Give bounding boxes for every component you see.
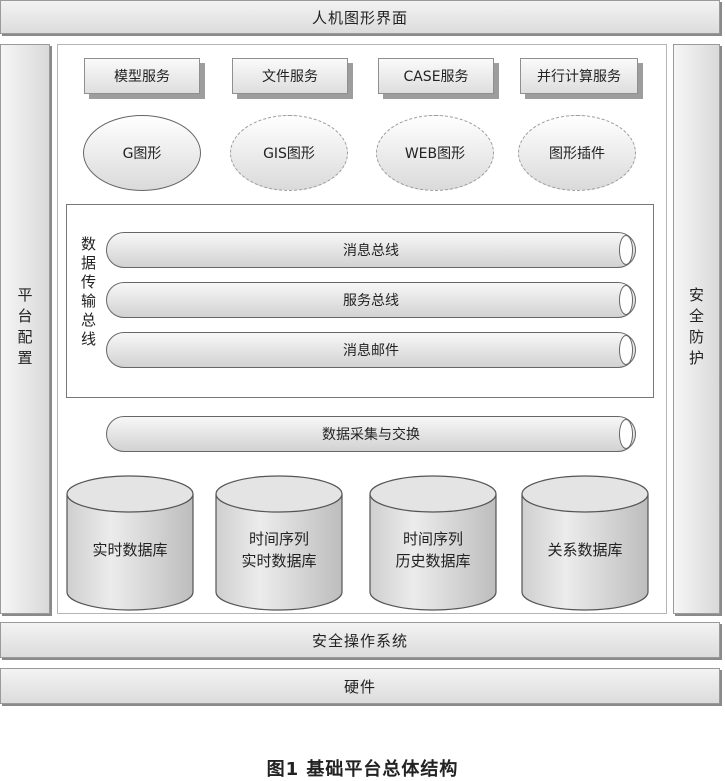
database-label-realtime: 实时数据库 xyxy=(92,541,168,559)
database-cylinder-ts-history xyxy=(369,475,497,611)
database-cylinder-realtime xyxy=(66,475,194,611)
graphic-plugin: 图形插件 xyxy=(518,115,636,191)
bus-service: 服务总线 xyxy=(106,282,636,318)
graphic-gis: GIS图形 xyxy=(230,115,348,191)
platform-config-label: 平台配置 xyxy=(15,287,34,371)
secure-os-layer: 安全操作系统 xyxy=(0,622,720,658)
database-label-relational: 关系数据库 xyxy=(547,541,623,559)
graphic-g: G图形 xyxy=(83,115,201,191)
data-acquisition-exchange: 数据采集与交换 xyxy=(106,416,636,452)
security-label: 安全防护 xyxy=(687,287,705,371)
database-cylinder-ts-realtime xyxy=(215,475,343,611)
hmi-layer-label: 人机图形界面 xyxy=(311,8,408,27)
tube-cap xyxy=(619,419,633,449)
database-label-ts-history: 时间序列 历史数据库 xyxy=(395,530,471,570)
graphic-web: WEB图形 xyxy=(376,115,494,191)
secure-os-label: 安全操作系统 xyxy=(311,631,408,650)
hmi-layer: 人机图形界面 xyxy=(0,0,720,34)
bus-message: 消息总线 xyxy=(106,232,636,268)
database-cylinder-relational xyxy=(521,475,649,611)
database-label-ts-realtime: 时间序列 实时数据库 xyxy=(241,530,317,570)
hardware-layer: 硬件 xyxy=(0,668,720,704)
service-box-model: 模型服务 xyxy=(84,58,200,94)
tube-cap xyxy=(619,285,633,315)
tube-cap xyxy=(619,335,633,365)
bus-mail: 消息邮件 xyxy=(106,332,636,368)
platform-config-panel: 平台配置 xyxy=(0,44,50,614)
tube-cap xyxy=(619,235,633,265)
security-panel: 安全防护 xyxy=(673,44,720,614)
figure-caption: 图1 基础平台总体结构 xyxy=(266,759,459,780)
data-bus-group-label: 数据传输总线 xyxy=(79,236,97,350)
hardware-label: 硬件 xyxy=(343,677,376,696)
service-box-file: 文件服务 xyxy=(232,58,348,94)
service-box-parallel: 并行计算服务 xyxy=(520,58,638,94)
service-box-case: CASE服务 xyxy=(378,58,494,94)
